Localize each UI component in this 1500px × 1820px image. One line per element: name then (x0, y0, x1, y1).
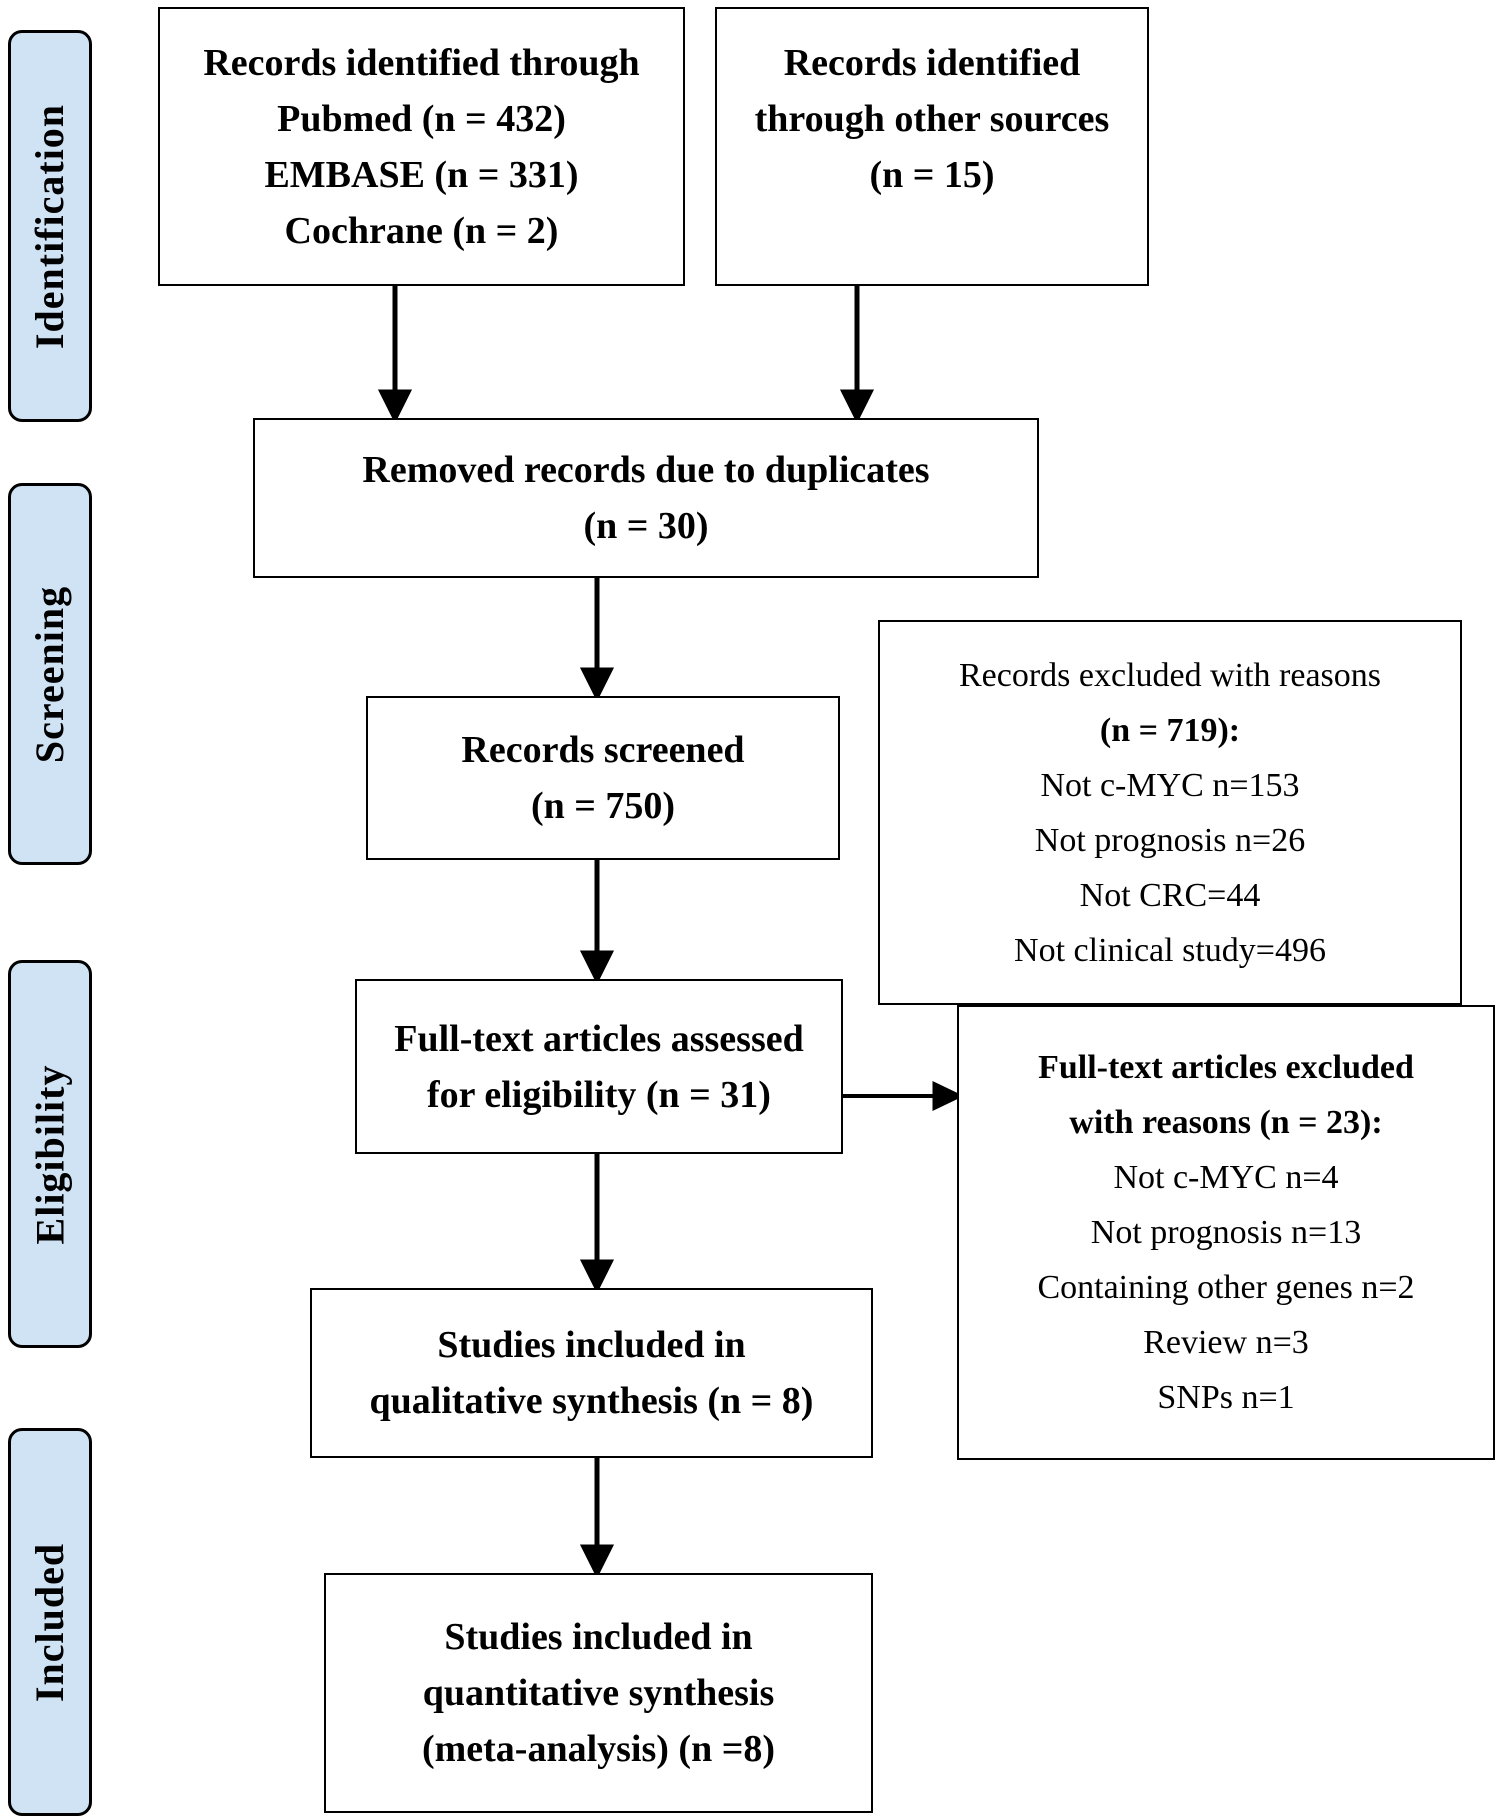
box-line: (meta-analysis) (n =8) (421, 1728, 776, 1770)
box-records-identified-databases: Records identified through Pubmed (n = 4… (158, 7, 685, 286)
arrowhead (579, 667, 615, 702)
box-line: (n = 15) (869, 154, 995, 196)
box-line: Records excluded with reasons (958, 656, 1382, 694)
box-removed-duplicates: Removed records due to duplicates (n = 3… (253, 418, 1039, 578)
arrowhead (932, 1081, 964, 1111)
box-line: Pubmed (n = 432) (277, 97, 566, 140)
box-line: quantitative synthesis (422, 1672, 775, 1714)
stage-identification: Identification (8, 30, 92, 422)
stage-included: Included (8, 1428, 92, 1816)
box-line: Review n=3 (1143, 1324, 1309, 1361)
arrowhead (579, 950, 615, 985)
box-records-identified-other: Records identified through other sources… (715, 7, 1149, 286)
arrowhead (377, 389, 413, 424)
stage-screening: Screening (8, 483, 92, 865)
box-line: Removed records due to duplicates (362, 449, 930, 491)
box-line: (n = 719): (1099, 711, 1241, 749)
box-line: Containing other genes n=2 (1037, 1269, 1415, 1306)
box-line: qualitative synthesis (n = 8) (369, 1380, 814, 1422)
box-line: with reasons (n = 23): (1069, 1104, 1383, 1141)
box-line: Studies included in (437, 1324, 746, 1366)
box-line: Full-text articles assessed (394, 1017, 804, 1060)
box-records-screened: Records screened (n = 750) (366, 696, 840, 860)
stage-eligibility: Eligibility (8, 960, 92, 1348)
box-line: Studies included in (444, 1616, 753, 1658)
box-records-excluded: Records excluded with reasons (n = 719):… (878, 620, 1462, 1005)
box-line: Full-text articles excluded (1038, 1049, 1414, 1086)
box-line: EMBASE (n = 331) (264, 153, 579, 196)
box-line: Not clinical study=496 (1014, 931, 1326, 969)
box-line: Not c-MYC n=4 (1113, 1159, 1339, 1196)
box-line: (n = 750) (530, 785, 676, 827)
box-line: Not prognosis n=13 (1090, 1214, 1362, 1251)
arrowhead (579, 1544, 615, 1579)
box-line: through other sources (754, 98, 1110, 140)
box-fulltext-excluded: Full-text articles excluded with reasons… (957, 1005, 1495, 1460)
box-line: Records screened (461, 729, 745, 771)
box-line: Records identified through (203, 41, 640, 84)
arrowhead (839, 389, 875, 424)
box-line: for eligibility (n = 31) (427, 1073, 771, 1116)
box-line: Not prognosis n=26 (1034, 821, 1306, 859)
box-line: Not CRC=44 (1079, 876, 1261, 914)
box-line: SNPs n=1 (1157, 1379, 1295, 1416)
box-line: (n = 30) (583, 505, 709, 547)
box-qualitative-synthesis: Studies included in qualitative synthesi… (310, 1288, 873, 1458)
box-line: Not c-MYC n=153 (1040, 766, 1300, 804)
box-line: Cochrane (n = 2) (284, 209, 559, 252)
arrowhead (579, 1259, 615, 1294)
box-quantitative-synthesis: Studies included in quantitative synthes… (324, 1573, 873, 1813)
box-fulltext-assessed: Full-text articles assessed for eligibil… (355, 979, 843, 1154)
box-line: Records identified (783, 42, 1081, 84)
